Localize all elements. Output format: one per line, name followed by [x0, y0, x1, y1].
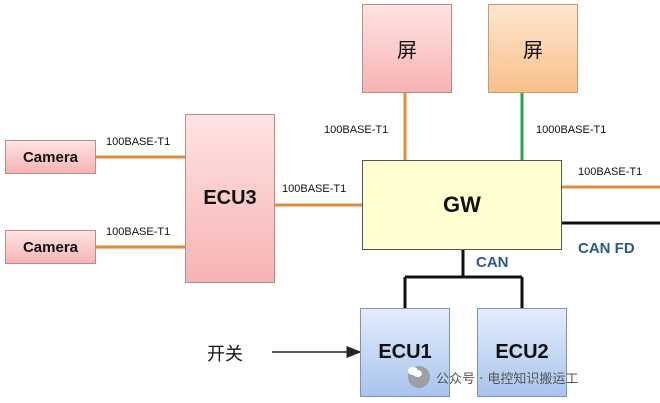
can-label: CAN	[476, 254, 509, 271]
screen1-box: 屏	[362, 4, 452, 93]
link-label-ecu3-gw: 100BASE-T1	[282, 183, 347, 195]
canfd-label: CAN FD	[578, 240, 635, 257]
watermark-text: 公众号 · 电控知识搬运工	[436, 371, 579, 387]
camera1-label: Camera	[22, 148, 79, 166]
ecu3-label: ECU3	[203, 187, 257, 209]
ecu1-box: ECU1	[360, 308, 450, 397]
link-label-screen2: 1000BASE-T1	[536, 124, 607, 136]
screen1-label: 屏	[397, 38, 417, 62]
ecu1-label: ECU1	[378, 341, 432, 363]
ecu3-box: ECU3	[185, 114, 275, 283]
ecu2-label: ECU2	[495, 341, 549, 363]
screen2-box: 屏	[488, 4, 578, 93]
wechat-icon	[408, 366, 430, 388]
gw-label: GW	[443, 192, 481, 217]
link-label-camera2: 100BASE-T1	[106, 226, 171, 238]
link-label-screen1: 100BASE-T1	[324, 124, 389, 136]
link-label-gw-out: 100BASE-T1	[578, 166, 643, 178]
camera1-box: Camera	[5, 140, 96, 174]
switch-label: 开关	[207, 344, 243, 365]
watermark: 公众号 · 电控知识搬运工	[408, 366, 578, 388]
gw-box: GW	[362, 160, 562, 250]
link-label-camera1: 100BASE-T1	[106, 136, 171, 148]
ecu2-box: ECU2	[477, 308, 567, 397]
camera2-label: Camera	[22, 238, 79, 256]
screen2-label: 屏	[523, 38, 543, 62]
camera2-box: Camera	[5, 230, 96, 264]
